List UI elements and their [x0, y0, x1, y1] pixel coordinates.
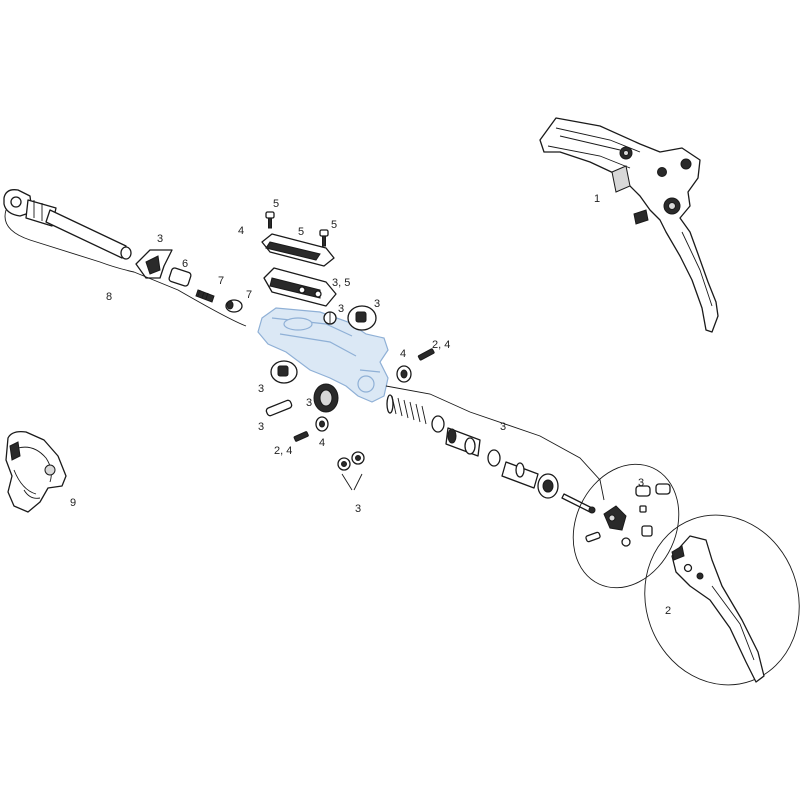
part-reservoir-diaphragm	[263, 267, 337, 307]
callout-3-piston-kit: 3	[500, 421, 506, 433]
callout-4-oring: 4	[400, 348, 406, 360]
part-cap-screws	[265, 211, 329, 247]
callout-5-screw-b: 5	[331, 219, 337, 231]
callout-3-bracket: 3	[157, 233, 163, 245]
part-o-ring	[396, 365, 412, 383]
part-hose-barb-bracket	[135, 249, 173, 279]
part-return-spring	[386, 394, 427, 425]
callout-5-cap: 5	[298, 226, 304, 238]
part-master-cylinder-body	[257, 307, 389, 403]
callout-3-5: 3, 5	[332, 277, 350, 289]
part-bushings	[337, 451, 365, 471]
callout-3-pivot-detail: 3	[258, 383, 264, 395]
callout-9: 9	[70, 497, 76, 509]
part-reach-adjust-gear	[313, 383, 339, 413]
part-set-screw	[293, 431, 309, 442]
part-bleed-screw-detail	[347, 305, 377, 331]
callout-2: 2	[665, 605, 671, 617]
callout-7-barb: 7	[218, 275, 224, 287]
callout-3-bushings: 3	[355, 503, 361, 515]
callout-7-olive: 7	[246, 289, 252, 301]
callout-3-pin: 3	[258, 421, 264, 433]
callout-3-gear: 3	[306, 397, 312, 409]
callout-2-4-set-screw: 2, 4	[274, 445, 292, 457]
callout-labels: 1 2 3 3 3 3 3 3 3 3 3 3 3, 5 4 4 4 2, 4 …	[70, 193, 671, 617]
callout-5-screw-a: 5	[273, 198, 279, 210]
callout-3-ball: 3	[338, 303, 344, 315]
part-pushrod	[561, 493, 596, 514]
part-end-cap	[537, 473, 559, 499]
part-cup-seal	[487, 449, 501, 467]
callout-6: 6	[182, 258, 188, 270]
part-piston	[445, 427, 481, 457]
detail-circle-lever-blade	[644, 514, 800, 686]
part-brake-lever-assembly	[539, 117, 719, 333]
callout-4-cap: 4	[238, 225, 244, 237]
part-cylinder-sleeve	[501, 461, 539, 489]
part-hose-clamp-bar	[3, 189, 132, 260]
part-pivot-pin	[265, 399, 293, 417]
part-clamp	[5, 430, 67, 513]
callout-2-4-bolt: 2, 4	[432, 339, 450, 351]
part-hose-barb	[195, 289, 215, 303]
part-washer	[315, 416, 329, 432]
part-reservoir-cap	[261, 233, 335, 267]
callout-1: 1	[594, 193, 600, 205]
detail-circle-pivot-kit	[572, 463, 680, 589]
part-bolt	[417, 348, 435, 361]
part-ball-detail	[323, 311, 337, 325]
callout-3-pivot-kit: 3	[638, 477, 644, 489]
callout-8: 8	[106, 291, 112, 303]
bracket-leaders	[4, 209, 605, 501]
callout-4-washer: 4	[319, 437, 325, 449]
part-piston-seal	[431, 415, 445, 433]
part-compression-fitting	[168, 267, 192, 287]
part-pivot-detail	[270, 360, 298, 384]
part-olive	[225, 299, 243, 313]
callout-3-bleed: 3	[374, 298, 380, 310]
